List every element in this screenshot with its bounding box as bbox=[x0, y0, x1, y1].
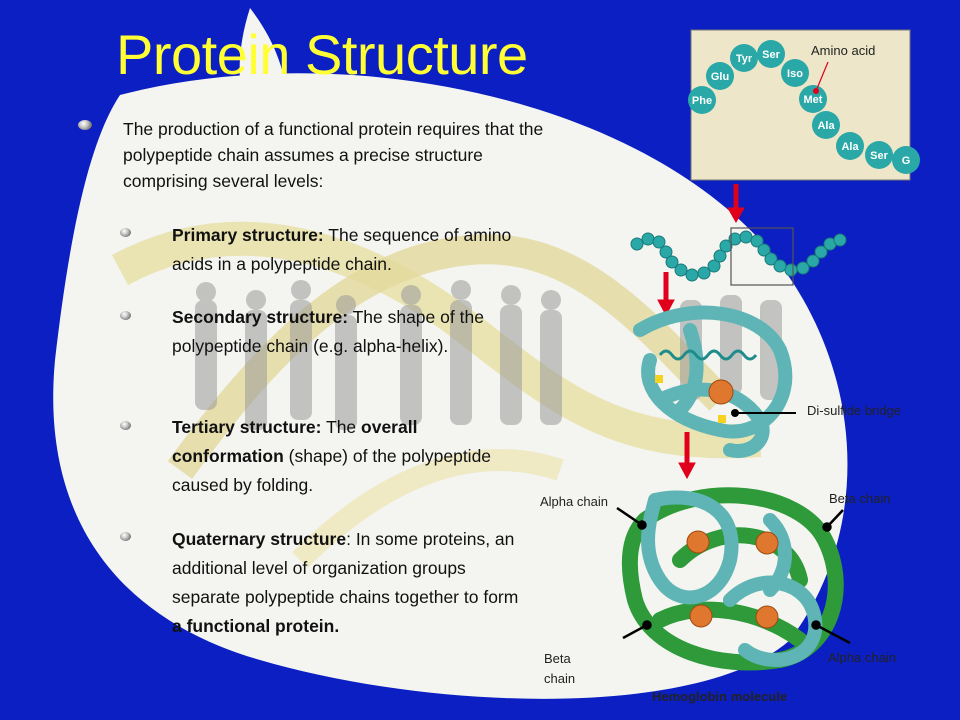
amino-acid-bead-label: Ser bbox=[762, 49, 780, 61]
bullet-icon bbox=[120, 532, 131, 541]
level-secondary: Secondary structure: The shape of the po… bbox=[172, 303, 532, 361]
level-emphasis: a functional protein. bbox=[172, 616, 340, 636]
level-quaternary: Quaternary structure: In some proteins, … bbox=[172, 525, 532, 641]
disulfide-bridge-label: Di-sulfide bridge bbox=[807, 403, 901, 418]
bullet-icon bbox=[78, 120, 92, 130]
amino-acid-bead bbox=[757, 40, 785, 68]
beta-chain-label: Beta chain bbox=[544, 651, 576, 686]
level-desc: The bbox=[321, 417, 362, 437]
tertiary-fold bbox=[633, 305, 793, 458]
amino-acid-bead bbox=[865, 141, 893, 169]
hemoglobin-label: Hemoglobin molecule bbox=[652, 689, 788, 704]
amino-acid-label: Amino acid bbox=[811, 43, 876, 58]
amino-acid-bead bbox=[730, 44, 758, 72]
level-term: Tertiary structure: bbox=[172, 417, 322, 437]
amino-acid-bead-label: Glu bbox=[711, 71, 729, 83]
amino-acid-bead-label: Ala bbox=[841, 141, 859, 153]
amino-acid-bead bbox=[799, 85, 827, 113]
level-term: Quaternary structure bbox=[172, 529, 347, 549]
amino-acid-bead-label: Ser bbox=[870, 150, 888, 162]
intro-text: The production of a functional protein r… bbox=[123, 119, 544, 191]
alpha-chain-label: Alpha chain bbox=[540, 494, 608, 509]
bullet-icon bbox=[120, 228, 131, 237]
level-desc: (shape) of the polypeptide caused by fol… bbox=[172, 446, 492, 495]
down-arrows bbox=[657, 184, 745, 480]
polypeptide-chain bbox=[630, 230, 847, 282]
bullet-icon bbox=[120, 311, 131, 320]
amino-acid-bead bbox=[781, 59, 809, 87]
people-silhouettes bbox=[195, 280, 782, 430]
bullet-icon bbox=[120, 421, 131, 430]
amino-acid-bead-label: Iso bbox=[787, 68, 803, 80]
level-primary: Primary structure: The sequence of amino… bbox=[172, 221, 532, 279]
amino-acid-bead-label: Ala bbox=[817, 120, 835, 132]
heme-groups bbox=[686, 530, 779, 629]
slide-title: Protein Structure bbox=[116, 23, 528, 86]
level-emphasis: overall conformation bbox=[172, 417, 418, 466]
amino-acid-bead bbox=[688, 86, 716, 114]
level-term: Secondary structure: bbox=[172, 307, 349, 327]
amino-acid-bead-label: Phe bbox=[692, 95, 712, 107]
level-tertiary: Tertiary structure: The overall conforma… bbox=[172, 413, 532, 500]
amino-acid-bead-label: G bbox=[902, 155, 911, 167]
level-desc: The shape of the polypeptide chain (e.g.… bbox=[172, 307, 484, 356]
amino-acid-bead bbox=[706, 62, 734, 90]
amino-acid-bead bbox=[892, 146, 920, 174]
amino-acid-bead bbox=[812, 111, 840, 139]
amino-acid-bead-label: Tyr bbox=[736, 53, 753, 65]
level-desc: The sequence of amino acids in a polypep… bbox=[172, 225, 512, 274]
hemoglobin-alpha bbox=[641, 490, 823, 667]
beta-chain-label: Beta chain bbox=[829, 491, 891, 506]
amino-acid-bead-label: Met bbox=[804, 94, 823, 106]
level-desc: : In some proteins, an additional level … bbox=[172, 529, 519, 607]
level-term: Primary structure: bbox=[172, 225, 324, 245]
alpha-chain-label: Alpha chain bbox=[828, 650, 896, 665]
amino-acid-bead bbox=[836, 132, 864, 160]
